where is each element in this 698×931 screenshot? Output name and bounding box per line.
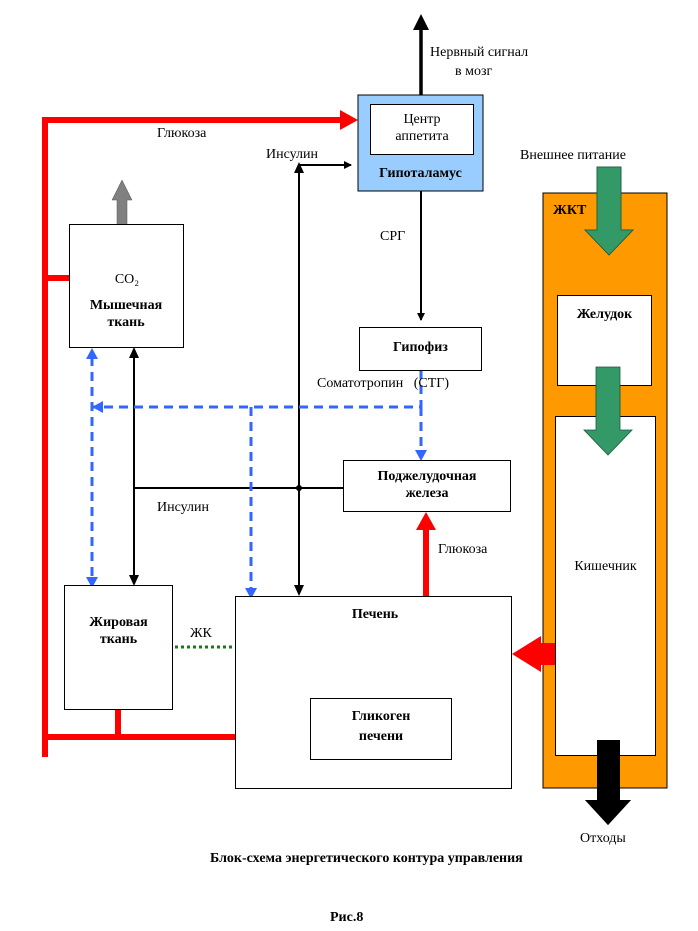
liver-glycogen-box (310, 698, 452, 760)
muscle-co2-label: CO₂ (114, 272, 140, 287)
somatotropin-label: Соматотропин (СТГ) (317, 376, 450, 391)
liver-glycogen-label: Гликоген печени (351, 709, 411, 744)
stomach-label: Желудок (576, 307, 633, 322)
hypophysis-label: Гипофиз (393, 340, 448, 355)
fatty-acids-label: ЖК (190, 626, 212, 641)
adipose-label: Жировая ткань (89, 615, 148, 647)
intestine-label: Кишечник (574, 559, 637, 574)
hypophysis-box (359, 327, 482, 371)
external-food-label: Внешнее питание (520, 148, 626, 163)
glucose-arrow-to-hypothalamus (340, 110, 358, 130)
hypothalamus-label: Гипоталамус (379, 166, 462, 181)
glucose-loop-line (42, 117, 344, 740)
liver-label: Печень (351, 607, 399, 622)
to-brain-label: в мозг (455, 64, 493, 79)
appetite-center-box (370, 104, 474, 155)
insulin-top-label: Инсулин (266, 147, 318, 162)
pancreas-box (343, 460, 511, 512)
figure-number: Рис.8 (330, 910, 364, 925)
muscle-box (69, 224, 184, 348)
liver-box (235, 596, 512, 789)
intestine-box (555, 416, 656, 756)
appetite-center-label: Центр аппетита (395, 112, 449, 144)
glucose-mid-label: Глюкоза (438, 542, 488, 557)
waste-label: Отходы (580, 831, 626, 846)
gkt-label: ЖКТ (553, 203, 587, 218)
nerve-signal-label: Нервный сигнал (430, 45, 529, 60)
adipose-box (64, 585, 173, 710)
pancreas-label: Поджелудочная железа (377, 469, 477, 501)
muscle-label: Мышечная ткань (89, 298, 163, 330)
srg-label: СРГ (380, 229, 406, 244)
glucose-top-label: Глюкоза (157, 126, 207, 141)
diagram-caption: Блок-схема энергетического контура управ… (210, 851, 523, 866)
insulin-mid-label: Инсулин (157, 500, 209, 515)
